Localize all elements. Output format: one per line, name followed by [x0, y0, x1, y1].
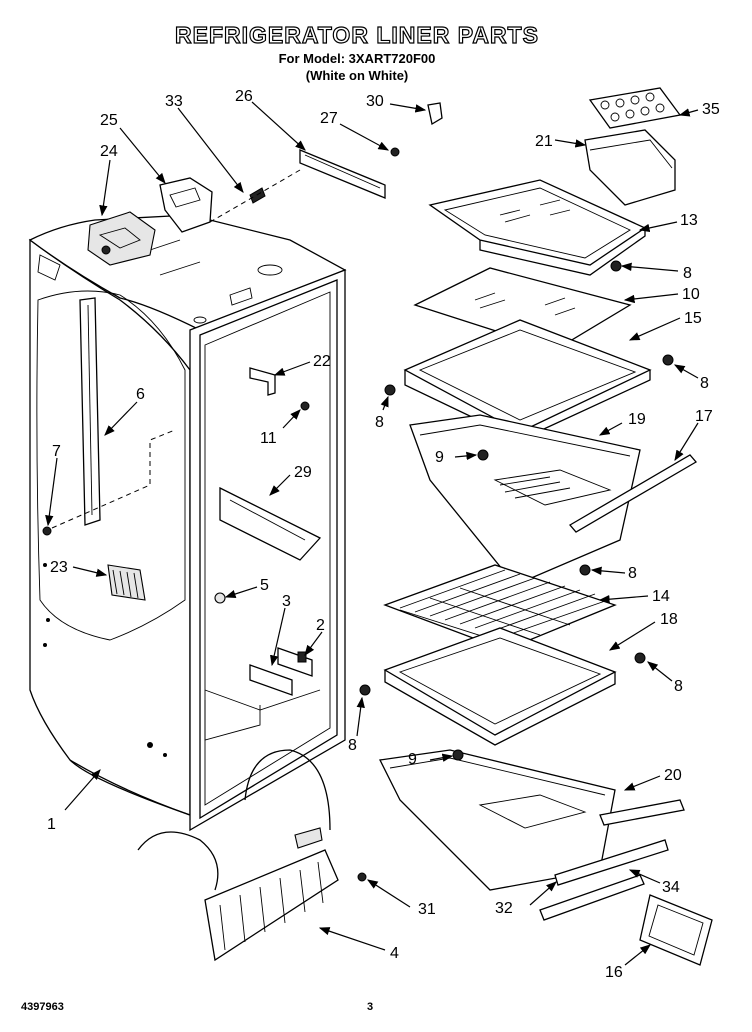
callout-33: 32 [495, 900, 513, 917]
drain-pan-part-4 [137, 749, 339, 962]
callout-17: 17 [695, 408, 713, 425]
callout-9-a: 9 [435, 449, 444, 466]
callout-8-a: 8 [683, 265, 692, 282]
callout-15: 15 [684, 310, 702, 327]
screw-part-7 [42, 526, 52, 536]
callout-32: 29 [294, 464, 312, 481]
bin-part-21 [584, 129, 676, 206]
glass-shelf-part-13 [428, 179, 647, 276]
bracket-part-3 [249, 664, 293, 696]
callout-8-e: 8 [674, 678, 683, 695]
model-subtitle: For Model: 3XART720F00 [278, 51, 436, 66]
screw-part-8-left-upper [384, 384, 396, 396]
callout-19: 19 [628, 411, 646, 428]
control-housing-part-24 [87, 211, 156, 266]
trim-part-33 [554, 839, 669, 886]
callout-22: 22 [313, 353, 331, 370]
rail-part-6 [79, 297, 101, 526]
callout-5: 5 [260, 577, 269, 594]
screw-part-8-left-lower [359, 684, 371, 696]
light-shield-part-16 [639, 894, 713, 966]
crisper-part-19 [409, 414, 641, 586]
callout-24: 24 [100, 143, 118, 160]
rod-part-17 [568, 454, 698, 533]
nut-part-5 [214, 592, 226, 604]
callout-20: 20 [664, 767, 682, 784]
screw-part-9-lower [452, 749, 464, 761]
trim-part-34 [539, 874, 645, 921]
document-number: 4397963 [21, 1001, 64, 1013]
color-subtitle: (White on White) [305, 68, 409, 83]
callout-30: 30 [366, 93, 384, 110]
callout-35: 35 [702, 101, 720, 118]
callout-26: 26 [235, 88, 253, 105]
screw-part-11 [300, 401, 310, 411]
callout-8-c: 8 [375, 414, 384, 431]
callout-31: 31 [418, 901, 436, 918]
callout-8-b: 8 [700, 375, 709, 392]
callout-7: 7 [52, 443, 61, 460]
screw-part-9-upper [477, 449, 489, 461]
callout-25: 25 [100, 112, 118, 129]
vent-part-29 [107, 564, 146, 601]
callout-10: 10 [682, 286, 700, 303]
callout-16: 16 [605, 964, 623, 981]
page-number: 3 [367, 1001, 374, 1013]
callout-34: 34 [662, 879, 680, 896]
screw-part-8-mid-right [579, 564, 591, 576]
callout-11: 11 [260, 430, 277, 447]
callout-29: 23 [50, 559, 68, 576]
callout-13: 13 [680, 212, 698, 229]
callout-18: 18 [660, 611, 678, 628]
callout-8-f: 8 [348, 737, 357, 754]
screw-part-8-top-right [610, 260, 622, 272]
callout-27: 27 [320, 110, 338, 127]
clip-part-30 [427, 102, 443, 126]
screw-part-8-right-upper [662, 354, 674, 366]
callout-23: 33 [165, 93, 183, 110]
screw-part-8-right-lower [634, 652, 646, 664]
callout-21: 21 [535, 133, 553, 150]
screw-part-31 [357, 872, 367, 882]
callout-1: 1 [47, 816, 56, 833]
callout-3: 3 [282, 593, 291, 610]
screw-part-23 [249, 187, 266, 204]
leader-lines [45, 101, 699, 966]
egg-tray-part-35 [588, 87, 682, 129]
callout-9-b: 9 [408, 751, 417, 768]
callout-6: 6 [136, 386, 145, 403]
callout-14: 14 [652, 588, 670, 605]
callout-labels: 33 26 27 30 25 24 35 21 13 8 10 15 8 8 9… [47, 88, 720, 981]
callout-4: 4 [390, 945, 399, 962]
screw-part-27 [390, 147, 400, 157]
trim-part-20-strip [599, 799, 685, 826]
callout-2: 2 [316, 617, 325, 634]
callout-8-d: 8 [628, 565, 637, 582]
page-title: REFRIGERATOR LINER PARTS [174, 21, 539, 48]
shelf-frame-part-18 [383, 627, 617, 746]
shelf-bracket-part-32 [219, 486, 322, 561]
rail-part-26 [209, 149, 386, 223]
refrigerator-liner [28, 214, 347, 832]
